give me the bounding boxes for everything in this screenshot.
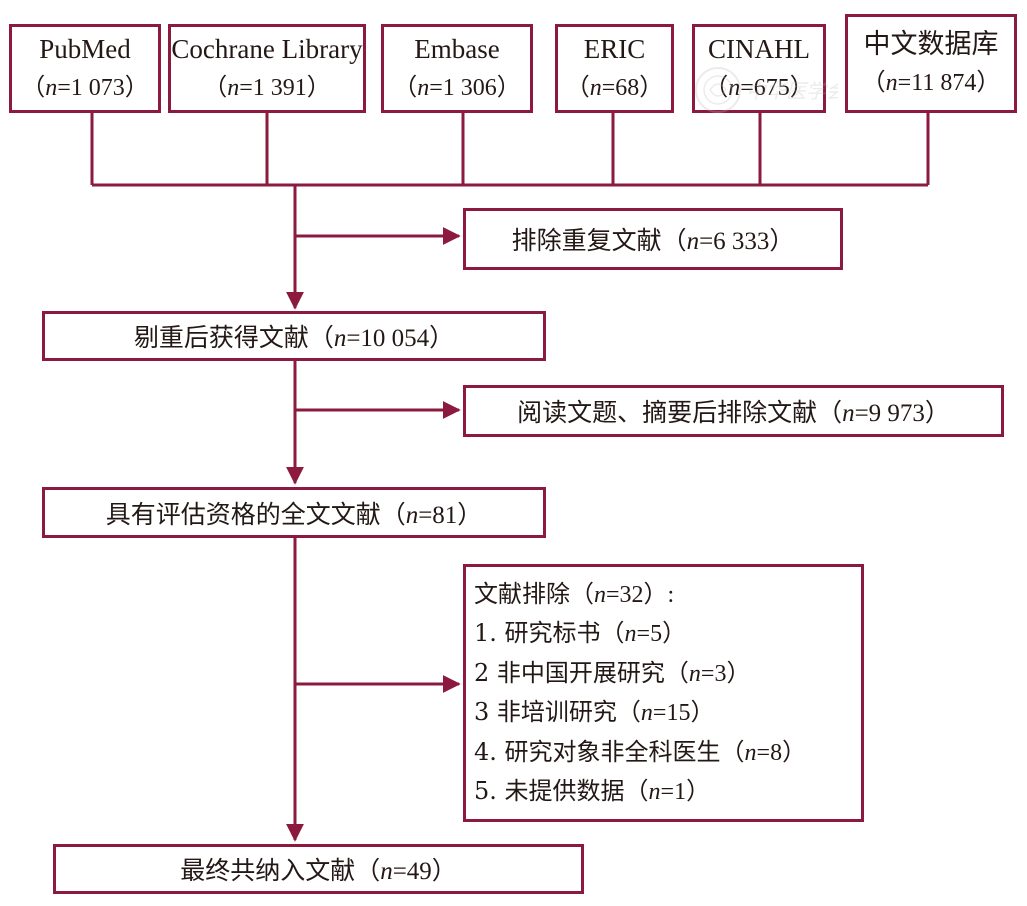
exclusion-header: 文献排除（n=32）:	[474, 579, 675, 608]
source-count: （n=1 306）	[393, 73, 521, 101]
source-embase: Embase （n=1 306）	[381, 24, 533, 113]
duplicates-removed-box: 排除重复文献（n=6 333）	[463, 208, 843, 270]
source-eric: ERIC （n=68）	[555, 24, 674, 113]
source-count: （n=675）	[704, 73, 814, 101]
full-text-assessed-label: 具有评估资格的全文文献（n=81）	[105, 499, 483, 529]
exclusion-reason: 5. 未提供数据（n=1）	[474, 777, 711, 805]
duplicates-removed-label: 排除重复文献（n=6 333）	[511, 226, 795, 255]
fulltext-excluded-box: 文献排除（n=32）: 1. 研究标书（n=5） 2 非中国开展研究（n=3） …	[463, 564, 864, 822]
source-count: （n=11 874）	[861, 68, 1001, 96]
full-text-assessed-box: 具有评估资格的全文文献（n=81）	[42, 487, 546, 538]
after-dedup-box: 剔重后获得文献（n=10 054）	[42, 311, 546, 361]
exclusion-reason: 4. 研究对象非全科医生（n=8）	[474, 737, 807, 766]
source-cinahl: CINAHL （n=675）	[692, 24, 826, 113]
exclusion-reason: 1. 研究标书（n=5）	[474, 619, 687, 647]
source-name: ERIC	[583, 34, 646, 64]
source-name: CINAHL	[708, 34, 810, 64]
source-pubmed: PubMed （n=1 073）	[9, 24, 161, 113]
source-cochrane: Cochrane Library （n=1 391）	[168, 24, 366, 113]
exclusion-reason: 3 非培训研究（n=15）	[474, 698, 715, 726]
source-chinese-database: 中文数据库 （n=11 874）	[845, 14, 1017, 113]
included-box: 最终共纳入文献（n=49）	[53, 844, 584, 894]
source-name: 中文数据库	[863, 29, 999, 59]
source-count: （n=1 391）	[203, 73, 331, 101]
included-label: 最终共纳入文献（n=49）	[180, 856, 457, 885]
source-count: （n=68）	[565, 73, 664, 101]
source-count: （n=1 073）	[21, 73, 149, 101]
source-name: Embase	[414, 34, 500, 64]
source-name: Cochrane Library	[171, 34, 363, 64]
source-name: PubMed	[39, 34, 131, 64]
after-dedup-label: 剔重后获得文献（n=10 054）	[133, 323, 455, 352]
watermark-text: 中华医学会	[746, 79, 838, 103]
journal-seal-icon: 中华医学会	[688, 60, 848, 120]
exclusion-reason: 2 非中国开展研究（n=3）	[474, 658, 751, 687]
title-abstract-excluded-label: 阅读文题、摘要后排除文献（n=9 973）	[517, 398, 950, 427]
title-abstract-excluded-box: 阅读文题、摘要后排除文献（n=9 973）	[463, 385, 1004, 437]
